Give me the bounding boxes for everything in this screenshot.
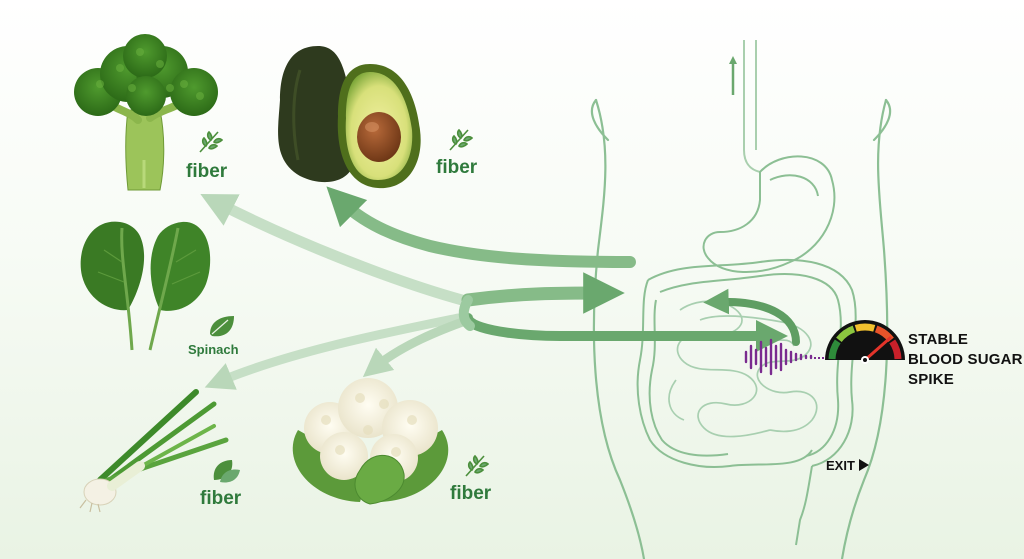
gauge-segment bbox=[854, 323, 876, 332]
spinach-image bbox=[80, 221, 211, 351]
cauliflower-fiber-label: fiber bbox=[450, 483, 492, 504]
cauliflower-image bbox=[292, 378, 449, 505]
leaf-icon bbox=[213, 460, 240, 483]
broccoli-fiber-label: fiber bbox=[186, 161, 228, 182]
exit-label: EXIT bbox=[826, 458, 869, 473]
gauge-segment bbox=[828, 339, 841, 360]
scallion-fiber-label: fiber bbox=[200, 488, 242, 509]
arrow-loop bbox=[458, 295, 475, 331]
wheat-icon bbox=[199, 130, 224, 153]
scallion-image bbox=[79, 389, 229, 513]
gauge-legend: STABLE BLOOD SUGAR SPIKE bbox=[908, 330, 1023, 390]
arrow-to-gut-lower bbox=[463, 313, 789, 353]
gauge-legend-line1: STABLE bbox=[908, 331, 969, 348]
broccoli-image bbox=[74, 34, 218, 191]
flow-arrows bbox=[200, 186, 800, 390]
arrow-to-scallion bbox=[204, 313, 463, 390]
arrow-to-cauliflower bbox=[362, 315, 473, 378]
esophagus bbox=[728, 40, 761, 173]
play-triangle-icon bbox=[858, 459, 869, 471]
arrow-to-gut-upper bbox=[461, 272, 625, 314]
wheat-icon bbox=[449, 128, 474, 151]
gauge-segment bbox=[836, 325, 856, 343]
spinach-label: Spinach bbox=[188, 342, 239, 357]
exit-text: EXIT bbox=[826, 458, 855, 473]
gauge-segment bbox=[874, 325, 894, 343]
arrow-to-avocado bbox=[326, 186, 636, 268]
leaf-icon bbox=[210, 316, 234, 337]
avocado-fiber-label: fiber bbox=[436, 157, 478, 178]
gauge-segment bbox=[889, 339, 902, 360]
arrow-to-broccoli bbox=[200, 193, 468, 306]
avocado-image bbox=[278, 46, 421, 189]
gauge-icon bbox=[825, 320, 905, 364]
small-intestine bbox=[668, 300, 818, 438]
glucose-waveform-icon bbox=[744, 338, 813, 376]
gauge-legend-line2: BLOOD SUGAR bbox=[908, 351, 1023, 368]
wheat-icon bbox=[465, 454, 490, 477]
arrow-return bbox=[703, 288, 800, 346]
stomach bbox=[702, 155, 836, 273]
gauge-legend-line3: SPIKE bbox=[908, 371, 955, 388]
